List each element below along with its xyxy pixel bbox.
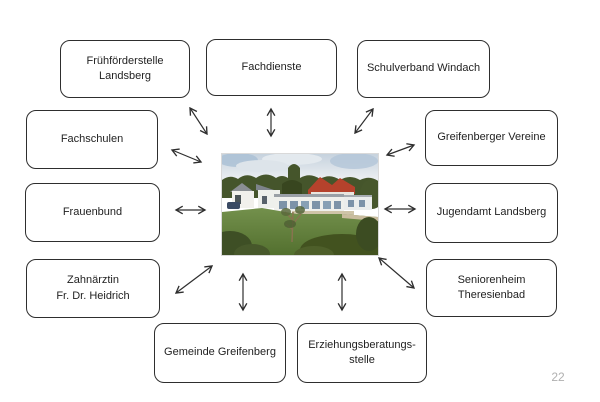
connector-greifenberger-vereine [385,143,416,157]
node-zahnaerztin: Zahnärztin Fr. Dr. Heidrich [26,259,160,318]
connector-fruehfoerderstelle [189,106,208,136]
node-fruehfoerderstelle: Frühförderstelle Landsberg [60,40,190,98]
connector-seniorenheim [377,257,416,289]
page-number: 22 [551,370,565,384]
node-erziehungsberatung: Erziehungsberatungs- stelle [297,323,427,383]
node-seniorenheim: Seniorenheim Theresienbad [426,259,557,317]
connector-schulverband [354,107,374,135]
connector-fachschulen [170,148,203,164]
node-jugendamt: Jugendamt Landsberg [425,183,558,243]
building-photo [221,153,379,256]
node-gemeinde: Gemeinde Greifenberg [154,323,286,383]
node-greifenberger-vereine: Greifenberger Vereine [425,110,558,166]
node-fachschulen: Fachschulen [26,110,158,169]
node-frauenbund: Frauenbund [25,183,160,242]
node-fachdienste: Fachdienste [206,39,337,96]
node-schulverband: Schulverband Windach [357,40,490,98]
connector-zahnaerztin [174,265,214,294]
